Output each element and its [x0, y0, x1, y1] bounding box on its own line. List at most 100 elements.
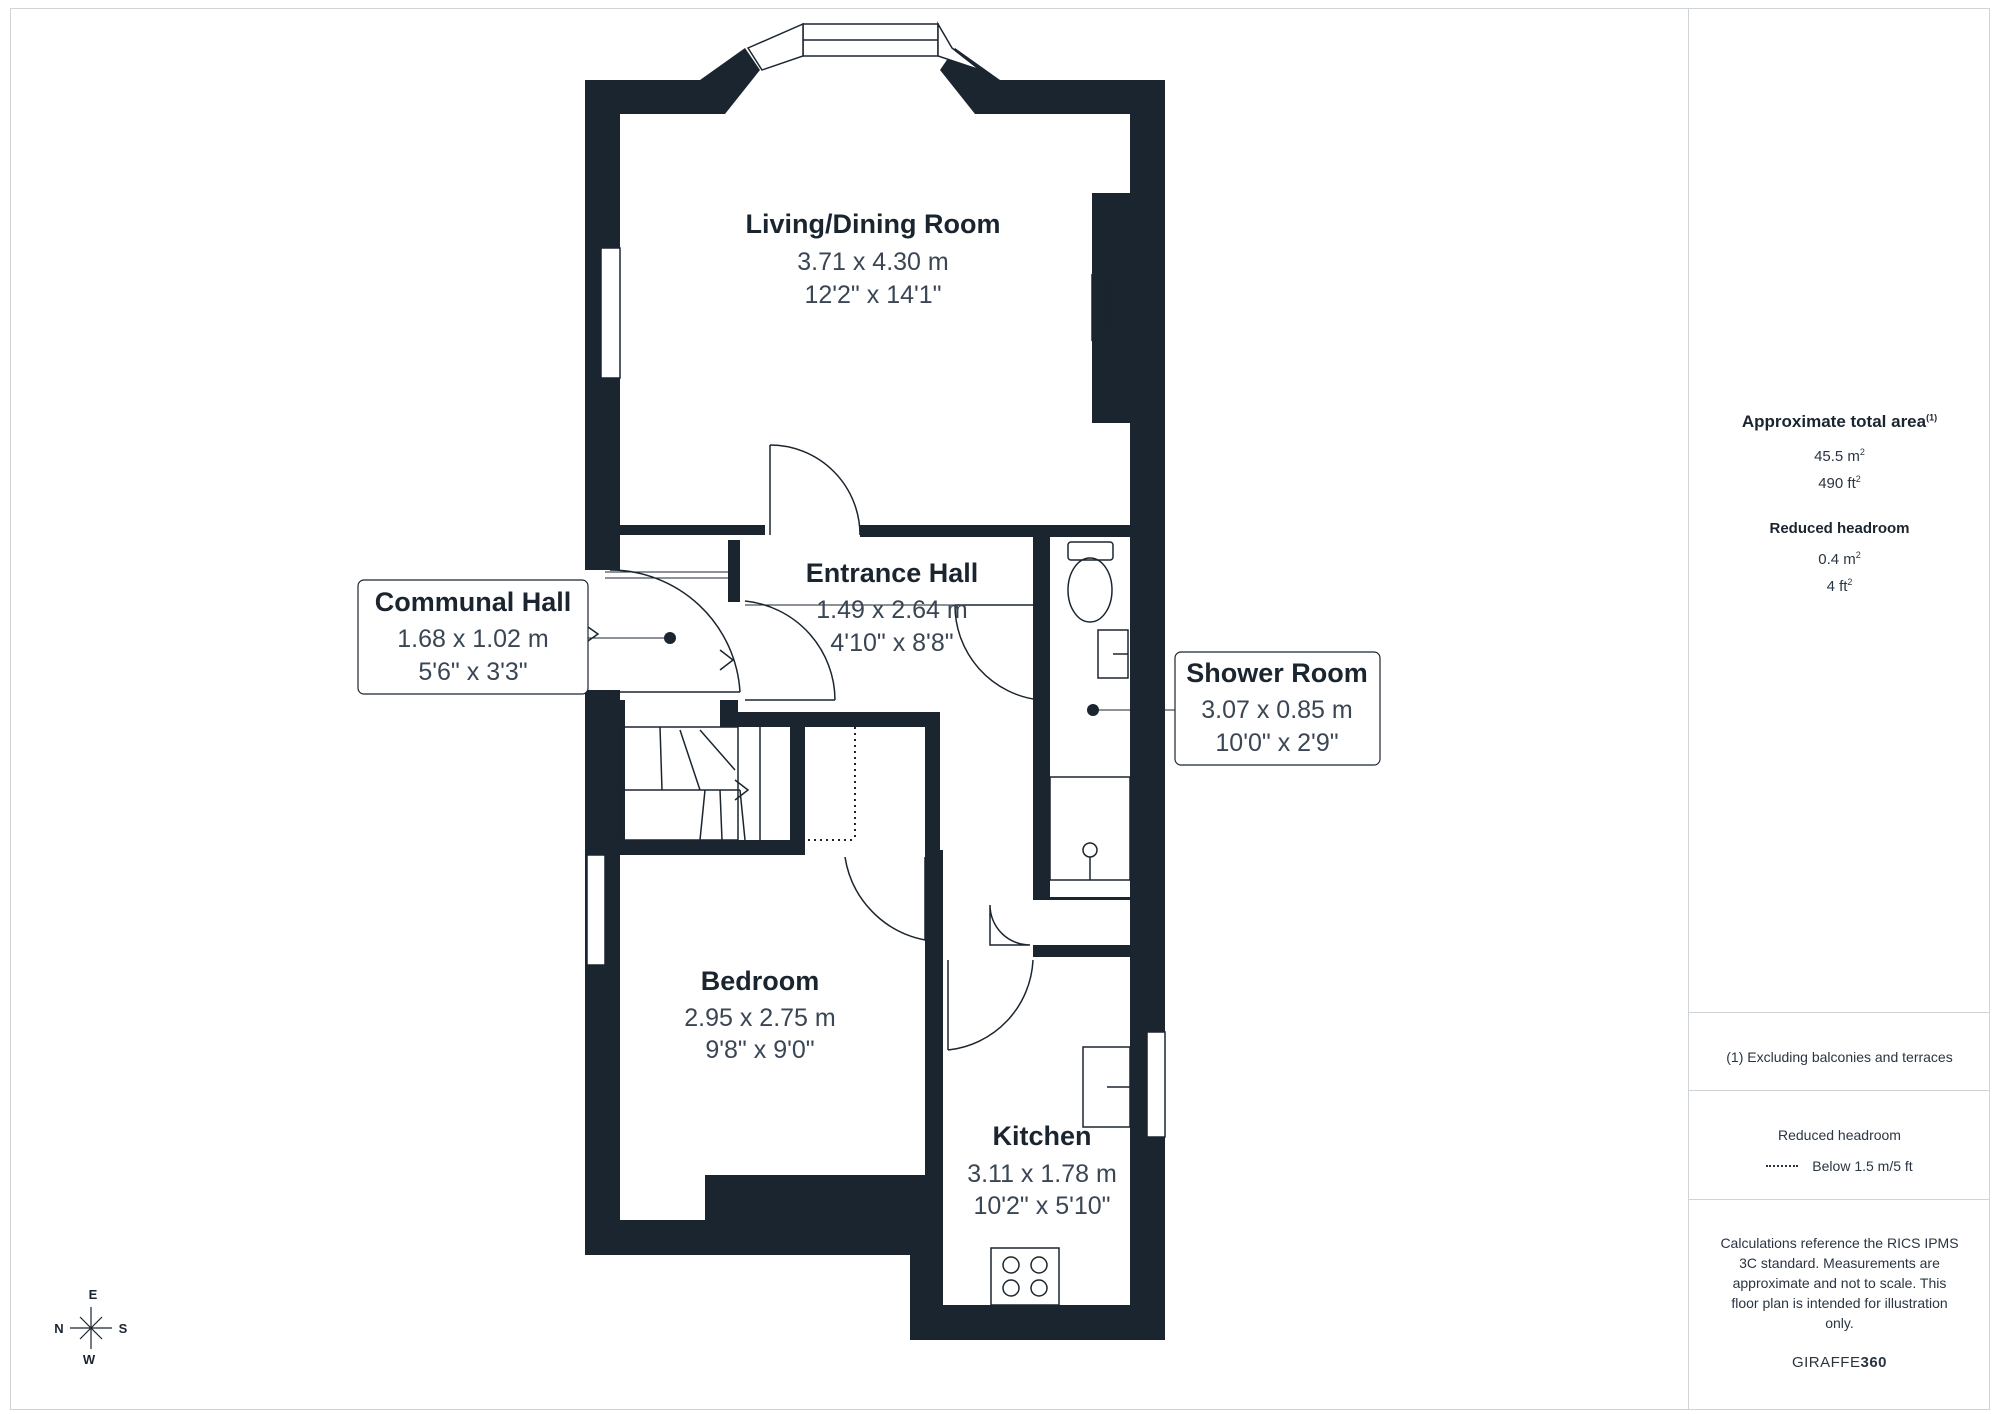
fireplace: [1091, 273, 1111, 342]
window-living-left: [600, 247, 621, 379]
room-name-shower: Shower Room: [1186, 658, 1368, 688]
reduced-headroom-metric: 0.4 m2: [1818, 550, 1861, 568]
reduced-headroom-lines: [808, 727, 856, 841]
page-frame: [10, 8, 1990, 1410]
windows: [586, 21, 1166, 1138]
room-name-living: Living/Dining Room: [746, 209, 1001, 239]
wall-shower-door-stub: [1033, 880, 1045, 900]
window-bay-left: [746, 22, 804, 71]
compass-labels: N E S W: [54, 1287, 127, 1367]
wall-stairs-top: [720, 700, 738, 725]
wall-living-bottom-right: [860, 525, 1165, 537]
sidebar-separator-1: [1689, 1012, 1990, 1013]
stairs: [619, 726, 739, 841]
window-bay-right: [937, 21, 981, 71]
stair-tread-3: [679, 729, 701, 791]
shower-drain: [1082, 842, 1098, 858]
room-metric-bedroom: 2.95 x 2.75 m: [684, 1004, 835, 1032]
wall-bay-left: [700, 48, 760, 114]
door-kitchen: [947, 959, 1034, 1051]
stair-tread-5: [699, 789, 706, 841]
door-living-room: [769, 444, 861, 536]
brand-logo: GIRAFFE360: [1791, 1354, 1888, 1371]
reduced-headroom-imperial: 4 ft2: [1826, 577, 1853, 595]
compass: [70, 1307, 112, 1349]
wall-shower-bottom: [1040, 897, 1165, 900]
legend-row: Below 1.5 m/5 ft: [1689, 1158, 1990, 1174]
room-metric-communal: 1.68 x 1.02 m: [397, 625, 548, 653]
legend-item: Below 1.5 m/5 ft: [1689, 1158, 1990, 1174]
room-name-bedroom: Bedroom: [701, 966, 820, 996]
room-name-entrance: Entrance Hall: [806, 558, 979, 588]
chimney-breast: [1092, 193, 1132, 423]
toilet-bowl: [1067, 557, 1113, 623]
hob-ring-1: [1002, 1256, 1020, 1274]
wall-kitchen-bottom: [910, 1305, 1165, 1340]
shower-room-callout: [1174, 651, 1381, 766]
wall-entrance-left: [728, 540, 740, 602]
total-area-metric: 45.5 m2: [1814, 447, 1865, 465]
stair-arrow: [734, 779, 750, 801]
footnote: (1) Excluding balconies and terraces: [1726, 1049, 1953, 1065]
stair-tread-2: [659, 726, 663, 791]
communal-lines: [588, 571, 1175, 711]
wall-cupboard-top: [720, 712, 940, 727]
compass-s: S: [119, 1321, 128, 1336]
wall-bay-right: [940, 48, 1000, 114]
toilet-cistern: [1067, 541, 1114, 561]
walls: [585, 48, 1165, 1340]
communal-hall-callout: [357, 579, 589, 695]
sidebar-separator-2: [1689, 1090, 1990, 1091]
wall-outer-right-upper: [1130, 80, 1165, 525]
compass-n: N: [54, 1321, 63, 1336]
room-imperial-kitchen: 10'2" x 5'10": [973, 1192, 1110, 1220]
room-metric-shower: 3.07 x 0.85 m: [1201, 696, 1352, 724]
info-sidebar: Approximate total area(1) 45.5 m2 490 ft…: [1688, 8, 1990, 1410]
room-name-communal: Communal Hall: [375, 587, 572, 617]
stair-tread-4: [699, 729, 736, 771]
wall-kitchen-top: [1033, 945, 1165, 957]
dotted-line-icon: [1766, 1165, 1799, 1167]
compass-e: E: [89, 1287, 98, 1302]
legend-title: Reduced headroom: [1778, 1127, 1901, 1143]
wall-top-left: [585, 80, 715, 114]
compass-w: W: [83, 1352, 96, 1367]
fixtures: [587, 273, 1131, 1306]
room-imperial-entrance: 4'10" x 8'8": [830, 629, 953, 657]
room-name-kitchen: Kitchen: [992, 1121, 1091, 1151]
hob: [990, 1247, 1060, 1306]
wall-shower-left: [1033, 537, 1050, 897]
communal-marker-dot: [664, 632, 676, 644]
room-labels: Living/Dining Room 3.71 x 4.30 m 12'2" x…: [375, 209, 1368, 1220]
shower-marker-dot: [1087, 704, 1099, 716]
stair-tread-6: [719, 789, 723, 841]
wall-stairs-right: [790, 720, 805, 855]
room-imperial-bedroom: 9'8" x 9'0": [705, 1036, 814, 1064]
room-metric-entrance: 1.49 x 2.64 m: [816, 596, 967, 624]
room-imperial-shower: 10'0" x 2'9": [1215, 729, 1338, 757]
wall-outer-right-lower: [1130, 525, 1165, 1340]
disclaimer: Calculations reference the RICS IPMS 3C …: [1720, 1235, 1959, 1331]
wall-stairs-bottom: [605, 840, 805, 855]
entry-arrow: [719, 649, 735, 671]
room-metric-kitchen: 3.11 x 1.78 m: [967, 1160, 1117, 1188]
reduced-headroom-title: Reduced headroom: [1769, 520, 1910, 537]
door-shower-small: [989, 904, 1031, 946]
window-kitchen: [1146, 1031, 1166, 1138]
door-communal: [609, 569, 741, 693]
wall-bedroom-alcove: [705, 1175, 930, 1255]
total-area-imperial: 490 ft2: [1818, 474, 1861, 492]
sidebar-separator-3: [1689, 1199, 1990, 1200]
window-bedroom: [586, 854, 606, 966]
wall-stairs-left: [605, 700, 625, 850]
wall-cupboard-right: [925, 712, 940, 860]
room-imperial-living: 12'2" x 14'1": [804, 281, 941, 309]
wall-communal-top: [585, 525, 605, 570]
room-imperial-communal: 5'6" x 3'3": [418, 658, 527, 686]
hob-ring-2: [1030, 1256, 1048, 1274]
compass-diag-2: [79, 1316, 103, 1340]
hob-ring-3: [1002, 1279, 1020, 1297]
wall-living-bottom-left: [585, 525, 765, 535]
